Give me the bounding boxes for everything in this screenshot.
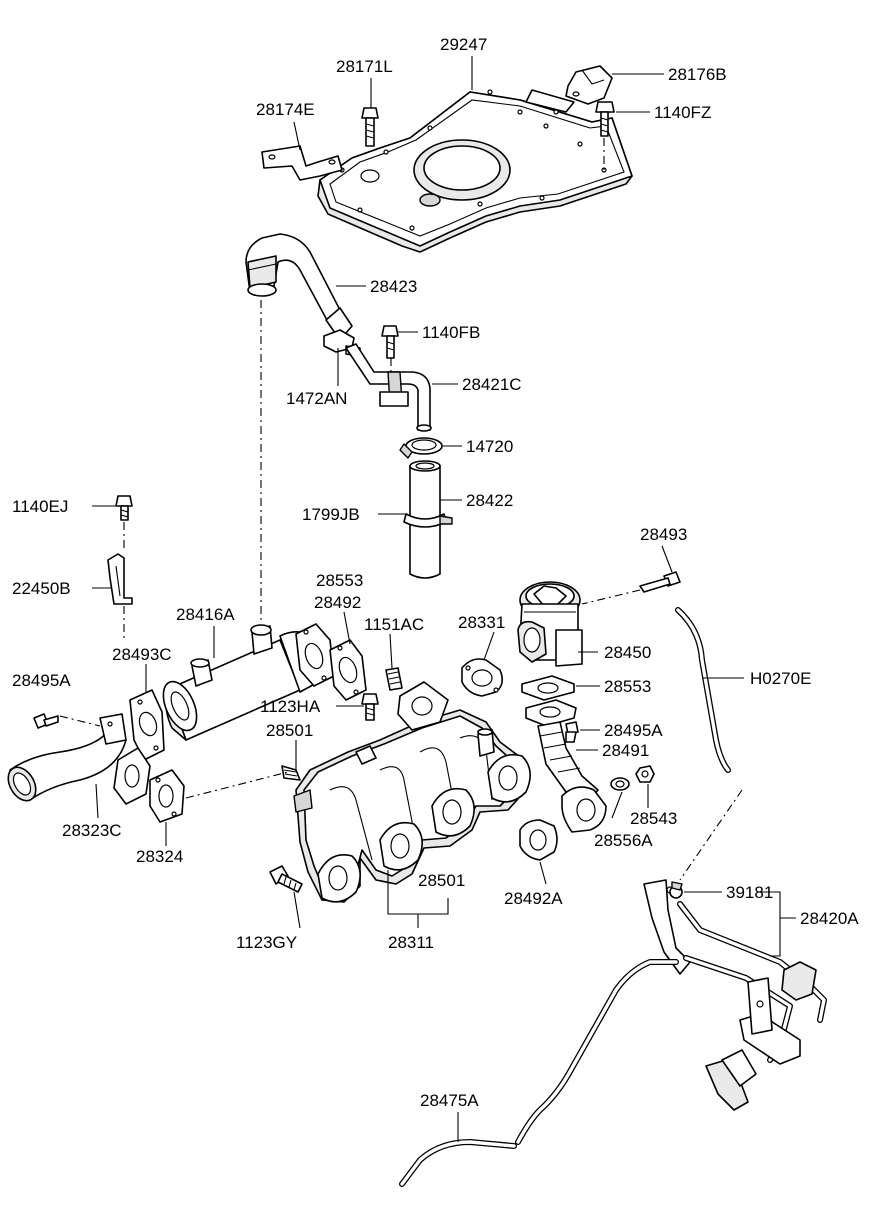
label-22450b: 22450B xyxy=(12,579,71,598)
label-28553-upper: 28553 xyxy=(316,571,363,590)
label-28324: 28324 xyxy=(136,847,183,866)
label-1140fz: 1140FZ xyxy=(654,103,711,122)
hose-28423[interactable] xyxy=(245,233,353,341)
bolt-1140ej[interactable] xyxy=(115,495,133,521)
gasket-28324[interactable] xyxy=(149,769,185,823)
stud-28501-upper[interactable] xyxy=(281,765,301,781)
clip-22450b[interactable] xyxy=(107,553,133,605)
gasket-28492-upper[interactable] xyxy=(329,639,367,701)
clip-39181[interactable] xyxy=(669,881,683,899)
label-28495a-right: 28495A xyxy=(604,721,663,740)
bolt-28171l[interactable] xyxy=(361,107,379,147)
stud-1151ac[interactable] xyxy=(385,667,403,691)
label-28421c: 28421C xyxy=(462,375,522,394)
label-28422: 28422 xyxy=(466,491,513,510)
label-28311: 28311 xyxy=(388,933,434,952)
gasket-28553-upper[interactable] xyxy=(295,623,335,687)
bolt-1123gy[interactable] xyxy=(269,865,303,893)
pipe-28421c[interactable] xyxy=(345,343,432,432)
label-28475a: 28475A xyxy=(420,1091,479,1110)
label-28416a: 28416A xyxy=(176,605,235,624)
pipe-28323c[interactable] xyxy=(3,713,151,806)
label-14720: 14720 xyxy=(466,437,513,456)
label-28420a: 28420A xyxy=(800,909,859,928)
label-1140ej: 1140EJ xyxy=(12,497,68,516)
part-labels: 29247 28171L 28176B 28174E 1140FZ 28423 … xyxy=(12,35,859,1110)
label-28171l: 28171L xyxy=(336,57,393,76)
label-1123ha: 1123HA xyxy=(260,697,321,716)
bolt-28495a-left[interactable] xyxy=(33,713,59,729)
label-28556a: 28556A xyxy=(594,831,653,850)
label-28495a-left: 28495A xyxy=(12,671,71,690)
gasket-28493c[interactable] xyxy=(129,689,165,761)
pipe-28475a[interactable] xyxy=(399,959,679,1187)
bolt-1123ha[interactable] xyxy=(361,693,379,721)
label-28323c: 28323C xyxy=(62,821,122,840)
label-28450: 28450 xyxy=(604,643,651,662)
hose-h0270e[interactable] xyxy=(675,607,731,773)
label-39181: 39181 xyxy=(726,883,773,902)
nut-28543[interactable] xyxy=(635,765,655,783)
label-h0270e: H0270E xyxy=(750,669,811,688)
label-28501-lower: 28501 xyxy=(418,871,465,890)
bolt-28493[interactable] xyxy=(639,571,681,593)
label-28176b: 28176B xyxy=(668,65,727,84)
pipe-28491[interactable] xyxy=(537,721,607,833)
flange-28491-upper[interactable] xyxy=(525,699,577,727)
label-1140fb: 1140FB xyxy=(422,323,480,342)
bolt-1140fb[interactable] xyxy=(381,325,399,372)
gasket-28331[interactable] xyxy=(461,658,504,697)
label-1151ac: 1151AC xyxy=(364,615,424,634)
label-29247: 29247 xyxy=(440,35,487,54)
bracket-pipe-28420a[interactable] xyxy=(643,879,827,1111)
label-28492a: 28492A xyxy=(504,889,563,908)
clamp-14720[interactable] xyxy=(399,437,443,459)
bolt-1140fz[interactable] xyxy=(595,101,615,172)
label-28501-upper: 28501 xyxy=(266,721,313,740)
exhaust-manifold-28311[interactable] xyxy=(293,681,531,903)
label-1799jb: 1799JB xyxy=(302,505,360,524)
label-28174e: 28174E xyxy=(256,100,315,119)
leader-lines xyxy=(92,56,796,1142)
bracket-28174e[interactable] xyxy=(261,145,343,181)
label-1472an: 1472AN xyxy=(286,389,347,408)
washer-28556a[interactable] xyxy=(610,777,630,791)
engine-cover[interactable] xyxy=(317,89,633,253)
bracket-28176b[interactable] xyxy=(565,65,613,105)
gasket-28553-lower[interactable] xyxy=(521,675,575,701)
clamp-1799jb[interactable] xyxy=(403,513,453,528)
label-28492: 28492 xyxy=(314,593,361,612)
label-1123gy: 1123GY xyxy=(236,933,297,952)
egr-valve-28450[interactable] xyxy=(517,581,583,667)
label-28553-lower: 28553 xyxy=(604,677,651,696)
bolt-28495a-right[interactable] xyxy=(565,721,579,743)
label-28491: 28491 xyxy=(602,741,649,760)
label-28331: 28331 xyxy=(458,613,505,632)
label-28493: 28493 xyxy=(640,525,687,544)
label-28423: 28423 xyxy=(370,277,417,296)
label-28493c: 28493C xyxy=(112,645,172,664)
gasket-28492a[interactable] xyxy=(519,819,558,861)
label-28543: 28543 xyxy=(630,809,677,828)
